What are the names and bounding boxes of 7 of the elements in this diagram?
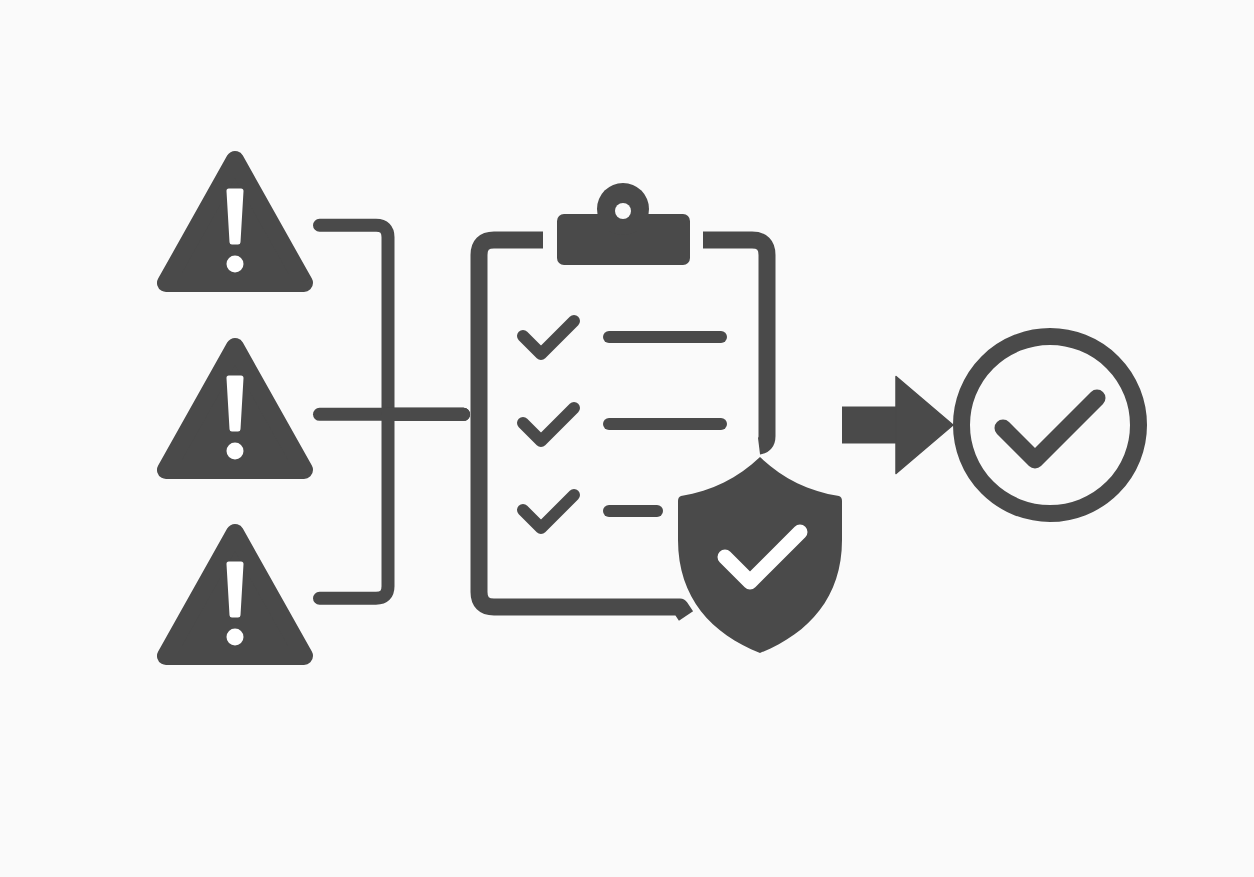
warning-triangle-icon [157, 523, 313, 665]
warning-triangle-icon [157, 150, 313, 292]
connector-line [313, 407, 470, 605]
clipboard-checklist-icon [470, 183, 842, 655]
arrow [842, 375, 954, 475]
warning-triangle-icon [157, 337, 313, 479]
check-circle-icon [953, 328, 1147, 522]
